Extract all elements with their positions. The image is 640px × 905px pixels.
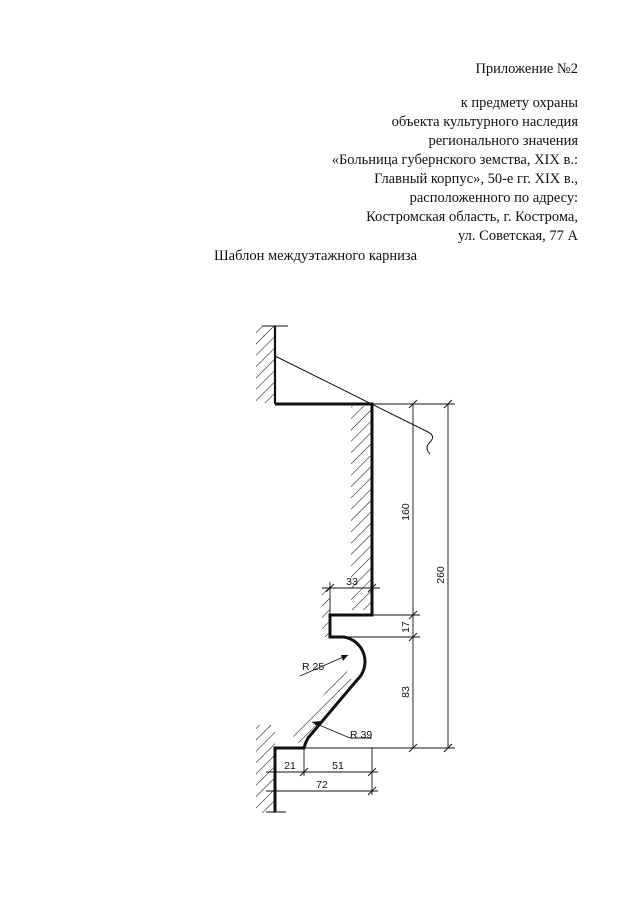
header-line-8: ул. Советская, 77 А (458, 228, 578, 244)
header-line-7: Костромская область, г. Кострома, (366, 209, 578, 225)
radius-39-label: R 39 (350, 729, 372, 741)
header-line-1: к предмету охраны (460, 95, 578, 111)
r25-arrowhead (341, 655, 348, 661)
dim-51-label: 51 (332, 760, 344, 772)
header-line-5: Главный корпус», 50-е гг. XIX в., (374, 171, 578, 187)
header-line-2: объекта культурного наследия (391, 114, 578, 130)
drawing-caption: Шаблон междуэтажного карниза (214, 248, 418, 264)
header-line-3: регионального значения (428, 133, 578, 149)
document-header: Приложение №2 к предмету охраны объекта … (332, 60, 578, 246)
break-symbol (426, 431, 434, 455)
dim-83-label: 83 (400, 686, 412, 698)
dim-17-label: 17 (400, 621, 412, 633)
dim-260-label: 260 (435, 566, 447, 584)
header-line-4: «Больница губернского земства, XIX в.: (331, 152, 578, 168)
slope-leader-line (274, 355, 429, 433)
dim-72-label: 72 (316, 779, 328, 791)
appendix-number: Приложение №2 (475, 61, 578, 77)
r39-arrowhead (312, 721, 320, 727)
vertical-dimensions (304, 399, 455, 753)
header-line-6: расположенного по адресу: (409, 190, 578, 206)
dim-21-label: 21 (284, 760, 296, 772)
dim-33-label: 33 (346, 576, 358, 588)
dim-160-label: 160 (400, 503, 412, 521)
radius-25-label: R 25 (302, 661, 324, 673)
